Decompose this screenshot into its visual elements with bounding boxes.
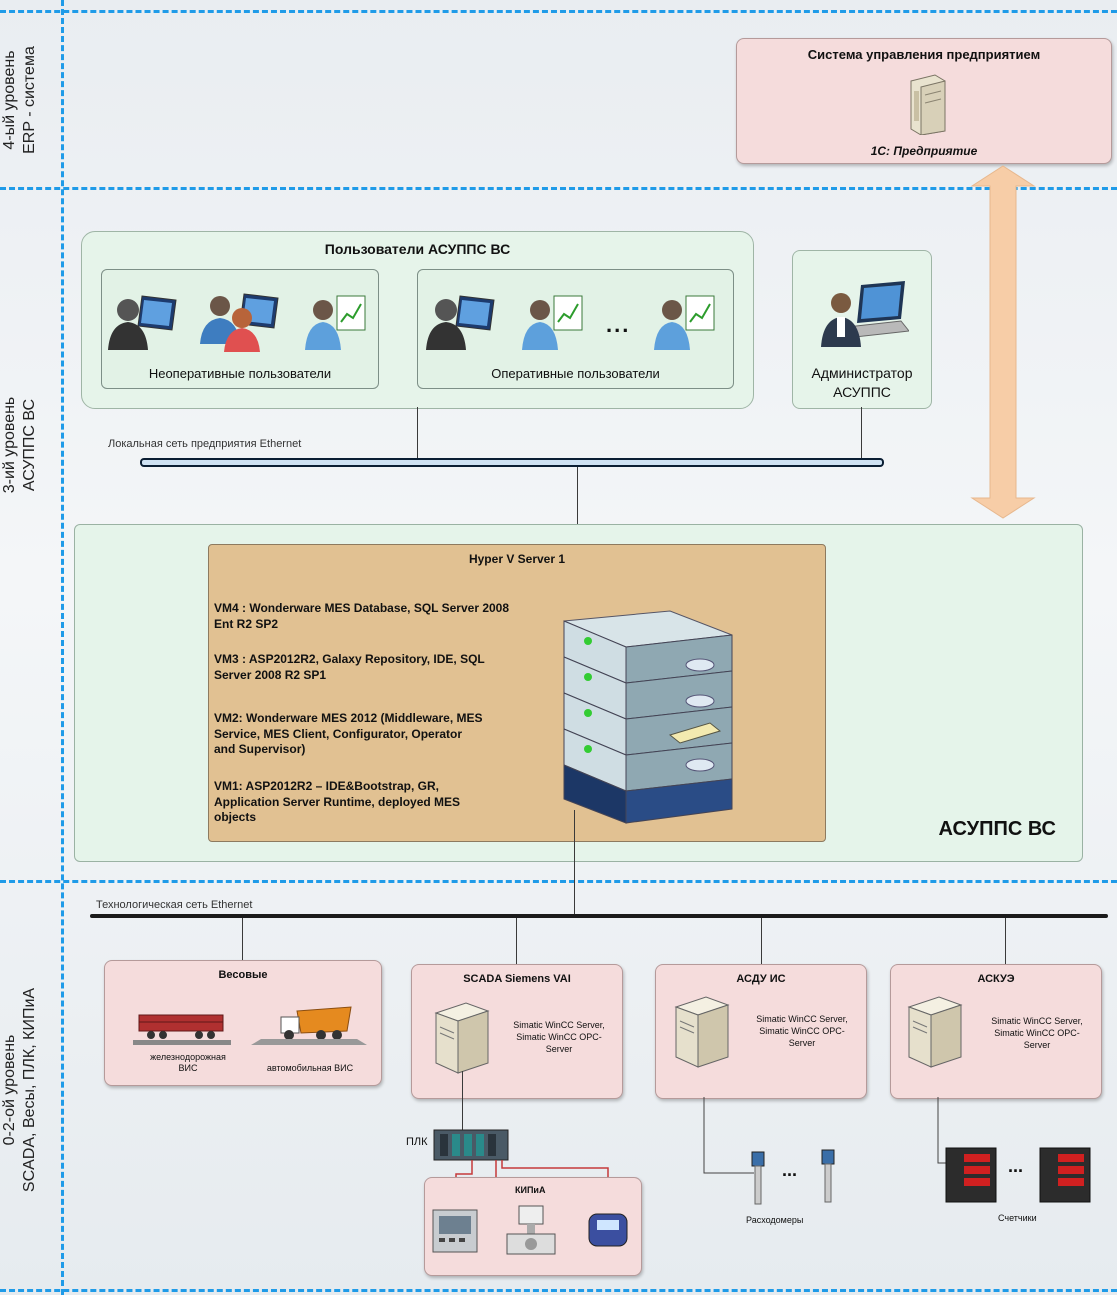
- flowmeters-label: Расходомеры: [746, 1215, 804, 1225]
- scada-desc: Simatic WinCC Server,Simatic WinCC OPC-S…: [513, 1020, 605, 1054]
- asdu-server-icon: [674, 996, 730, 1068]
- plc-icon: [433, 1129, 509, 1161]
- vm4-text: VM4 : Wonderware MES Database, SQL Serve…: [214, 601, 510, 631]
- controller-icon: [432, 1209, 478, 1253]
- tech-network-label: Технологическая сеть Ethernet: [96, 899, 253, 911]
- zone-border-3-0: [0, 880, 1117, 883]
- kipia-box[interactable]: КИПиА: [424, 1177, 642, 1276]
- scada-server-icon: [434, 1002, 490, 1074]
- zone-border-4-3: [0, 187, 1117, 190]
- zone-border-top: [0, 10, 1117, 13]
- hyperv-tech-link: [574, 810, 575, 914]
- users-lan-link: [417, 407, 418, 461]
- asdu-box[interactable]: АСДУ ИС Simatic WinCC Server,Simatic Win…: [655, 964, 867, 1099]
- asupps-label: АСУППС ВС: [938, 818, 1056, 840]
- rail-wagon-icon: [133, 1014, 231, 1045]
- operative-user-icon-3: [654, 295, 715, 350]
- auto-scale-label: автомобильная ВИС: [266, 1063, 354, 1073]
- asdu-desc: Simatic WinCC Server,Simatic WinCC OPC-S…: [756, 1014, 848, 1048]
- askue-desc: Simatic WinCC Server,Simatic WinCC OPC-S…: [991, 1016, 1083, 1050]
- scada-title: SCADA Siemens VAI: [463, 973, 571, 985]
- hyperv-title: Hyper V Server 1: [468, 552, 566, 566]
- nonoperative-users-label: Неоперативные пользователи: [148, 366, 332, 381]
- erp-box[interactable]: Система управления предприятием 1С: Пред…: [736, 38, 1112, 164]
- flowmeters-wiring: [703, 1097, 754, 1174]
- vm1-text: VM1: ASP2012R2 – IDE&Bootstrap, GR, Appl…: [214, 779, 461, 824]
- kipia-title: КИПиА: [515, 1185, 546, 1195]
- asdu-link: [761, 918, 762, 964]
- user-group-icon: [200, 293, 279, 352]
- meters-ellipsis: ...: [1008, 1156, 1024, 1176]
- erp-server-icon: [910, 74, 946, 135]
- flowmeters-ellipsis: ...: [782, 1160, 798, 1180]
- vm3-text: VM3 : ASP2012R2, Galaxy Repository, IDE,…: [214, 652, 485, 682]
- vesovye-title: Весовые: [218, 969, 268, 981]
- scada-plk-link: [462, 1071, 463, 1131]
- askue-box[interactable]: АСКУЭ Simatic WinCC Server,Simatic WinCC…: [890, 964, 1102, 1099]
- operative-users-ellipsis: ...: [606, 312, 631, 337]
- user-report-icon: [305, 295, 366, 350]
- scada-link: [516, 918, 517, 964]
- plk-label: ПЛК: [406, 1136, 428, 1148]
- lan-asupps-link: [577, 467, 578, 524]
- operative-user-icon-1: [426, 295, 495, 350]
- scada-box[interactable]: SCADA Siemens VAI Simatic WinCC Server,S…: [411, 964, 623, 1099]
- askue-title: АСКУЭ: [977, 973, 1015, 985]
- erp-link-arrow: [970, 165, 1036, 519]
- handheld-meter-icon: [588, 1213, 628, 1247]
- zone-border-left: [61, 0, 64, 1295]
- vm2-text: VM2: Wonderware MES 2012 (Middleware, ME…: [214, 711, 483, 756]
- admin-laptop-icon: [821, 281, 909, 347]
- flow-sensor-icon: [506, 1205, 556, 1255]
- vesovye-link: [242, 918, 243, 960]
- flowmeter-2-icon: [821, 1149, 835, 1203]
- lan-bus: [140, 458, 884, 467]
- energy-meter-2-icon: [1039, 1147, 1091, 1203]
- meters-label: Счетчики: [998, 1213, 1037, 1223]
- operative-user-icon-2: [522, 295, 583, 350]
- operative-users-label: Оперативные пользователи: [491, 366, 660, 381]
- truck-icon: [251, 1006, 367, 1045]
- asdu-title: АСДУ ИС: [736, 973, 786, 985]
- erp-title: Система управления предприятием: [807, 47, 1041, 62]
- erp-product: 1С: Предприятие: [870, 144, 978, 158]
- lan-label: Локальная сеть предприятия Ethernet: [108, 438, 302, 450]
- tech-bus: [90, 914, 1108, 918]
- askue-server-icon: [907, 996, 963, 1068]
- askue-link: [1005, 918, 1006, 964]
- zone-border-bottom: [0, 1289, 1117, 1292]
- flowmeter-1-icon: [751, 1151, 765, 1205]
- server-rack-icon: [563, 610, 733, 824]
- user-workstation-icon: [108, 295, 177, 350]
- users-title: Пользователи АСУППС ВС: [324, 241, 511, 257]
- energy-meter-1-icon: [945, 1147, 997, 1203]
- admin-lan-link: [861, 407, 862, 461]
